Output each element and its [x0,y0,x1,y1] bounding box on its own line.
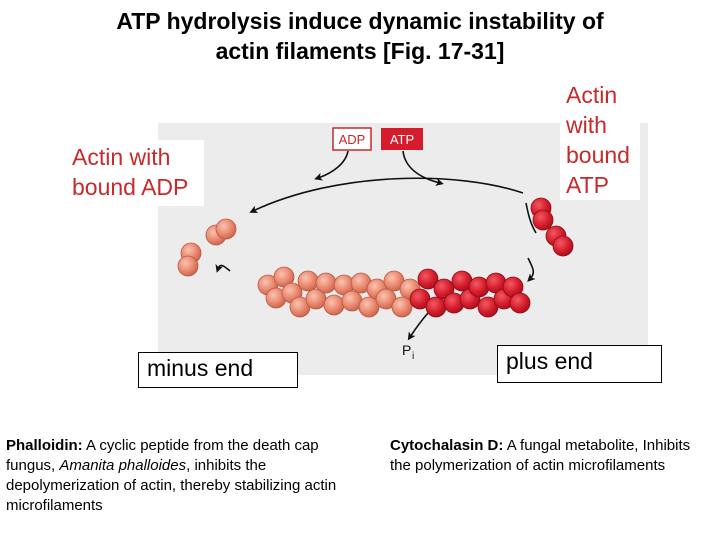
adp-release-arrow [314,150,349,181]
plus-end-label: plus end [497,345,662,383]
phalloidin-note: Phalloidin: A cyclic peptide from the de… [6,436,356,516]
minus-end-label: minus end [138,352,298,388]
atp-actin-to-top-arrow [525,202,537,234]
atp-label-line-1: Actin [566,82,618,108]
svg-text:ADP: ADP [339,132,366,147]
atp-tag: ATP [381,128,423,150]
free-atp-actin [530,197,574,257]
adp-actin-label: Actin with bound ADP [64,140,205,206]
title-line-1: ATP hydrolysis induce dynamic instabilit… [116,8,604,34]
adp-actin-subunit [177,255,199,277]
atp-label-line-2: with [566,112,607,138]
svg-text:i: i [412,351,414,362]
adp-label-line-2: bound ADP [72,174,189,200]
exchange-arrows [215,150,537,341]
atp-actin-subunit [552,235,574,257]
recycle-arrow [249,177,524,213]
atp-binding-arrow [402,150,444,186]
adp-actin-subunit [215,218,237,240]
page-title: ATP hydrolysis induce dynamic instabilit… [0,6,720,66]
phalloidin-term: Phalloidin: [6,437,83,454]
phosphate-label: P i [402,342,414,362]
diagram-svg: ADP ATP P i [177,127,574,362]
cytochalasin-term: Cytochalasin D: [390,437,504,454]
filament-adp-region [257,266,421,318]
adp-tag: ADP [332,127,372,151]
atp-actin-label: Actin with bound ATP [560,80,640,200]
cytochalasin-note: Cytochalasin D: A fungal metabolite, Inh… [390,436,710,476]
plus-end-assembly-arrow [527,257,536,282]
adp-label-line-1: Actin with [72,144,171,170]
pi-release-arrow [407,312,429,341]
cytochalasin-text: A fungal metabolite, Inhibits the polyme… [390,437,691,474]
svg-text:P: P [402,342,411,358]
atp-label-line-3: bound [566,142,630,168]
phalloidin-species: Amanita phalloides [59,457,187,474]
adp-release-left-arrow [215,263,231,273]
phalloidin-text-2: , inhibits the depolymerization of actin… [6,457,337,514]
free-adp-actin [177,218,237,277]
atp-label-line-4: ATP [566,172,610,198]
atp-actin-subunit [532,209,554,231]
phalloidin-text-1: A cyclic peptide from the death cap fung… [6,437,319,474]
title-line-2: actin filaments [Fig. 17-31] [215,38,505,64]
filament-atp-region [409,268,531,318]
svg-text:ATP: ATP [390,132,414,147]
